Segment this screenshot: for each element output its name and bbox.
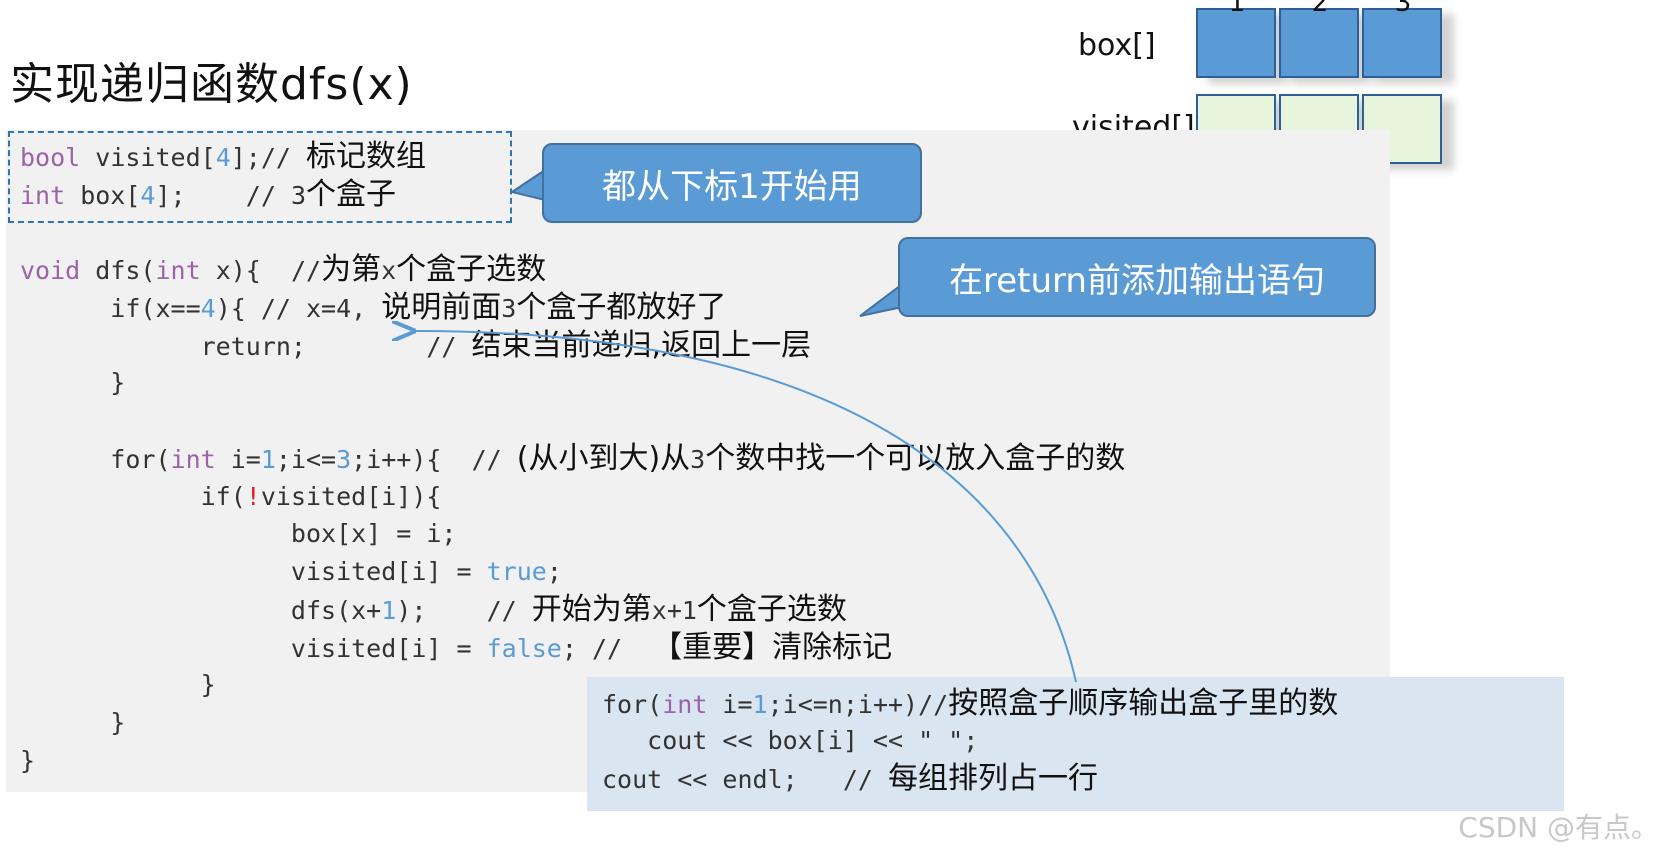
code-text: box[ bbox=[65, 181, 141, 210]
code-text: visited[i]){ bbox=[260, 482, 442, 511]
code-text: x bbox=[381, 256, 397, 285]
comment: 开始为第 bbox=[531, 592, 652, 627]
comment: 个盒子 bbox=[306, 177, 397, 212]
code-text: cout << endl; // bbox=[602, 765, 888, 794]
code-line: } bbox=[20, 744, 35, 778]
number: 1 bbox=[752, 690, 768, 719]
declaration-highlight bbox=[8, 131, 512, 223]
number: 4 bbox=[215, 143, 231, 172]
index-label-3: 3 bbox=[1394, 0, 1412, 18]
operator-not: ! bbox=[245, 482, 261, 511]
callout-return-note: 在return前添加输出语句 bbox=[898, 237, 1376, 317]
comment: (从小到大)从 bbox=[516, 441, 691, 476]
index-label-1: 1 bbox=[1228, 0, 1246, 18]
callout-index-note: 都从下标1开始用 bbox=[542, 143, 922, 223]
code-line: } bbox=[20, 366, 125, 400]
code-text: } bbox=[20, 746, 36, 775]
comment: 每组排列占一行 bbox=[887, 761, 1098, 796]
watermark: CSDN @有点。 bbox=[1458, 811, 1659, 844]
code-text: ]; // bbox=[155, 181, 291, 210]
number: 3 bbox=[290, 181, 307, 210]
code-text: ;i++){ // bbox=[351, 445, 517, 474]
box-cell-3: 3 bbox=[1362, 0, 1442, 78]
code-text: if(x== bbox=[20, 294, 201, 323]
comment: 标记数组 bbox=[306, 139, 427, 174]
code-text: } bbox=[20, 670, 216, 699]
code-line: box[x] = i; bbox=[20, 517, 457, 551]
comment: 个数中找一个可以放入盒子的数 bbox=[705, 441, 1126, 476]
output-code-line: cout << box[i] << " "; bbox=[602, 724, 978, 758]
code-text: ];// bbox=[230, 143, 307, 172]
keyword: void bbox=[20, 256, 81, 285]
number: 1 bbox=[260, 445, 276, 474]
comment: 为第 bbox=[321, 252, 382, 287]
code-text: return; // bbox=[20, 332, 472, 361]
number: 3 bbox=[336, 445, 352, 474]
code-text: visited[ bbox=[80, 143, 216, 172]
number: 3 bbox=[501, 294, 517, 323]
box-array-label: box[] bbox=[1078, 28, 1156, 63]
code-text: for( bbox=[20, 445, 171, 474]
index-label-2: 2 bbox=[1311, 0, 1329, 18]
code-text: i= bbox=[707, 690, 753, 719]
code-text: x){ // bbox=[200, 256, 322, 285]
code-line: dfs(x+1); // 开始为第x+1个盒子选数 bbox=[20, 593, 847, 627]
literal: true bbox=[486, 557, 547, 586]
code-text: } bbox=[20, 708, 126, 737]
number: 4 bbox=[140, 181, 156, 210]
keyword: bool bbox=[20, 143, 81, 172]
code-line: for(int i=1;i<=3;i++){ // (从小到大)从3个数中找一个… bbox=[20, 442, 1125, 476]
keyword: int bbox=[155, 256, 201, 285]
code-text: ){ // x=4, bbox=[215, 294, 382, 323]
code-text: } bbox=[20, 368, 126, 397]
code-line: if(x==4){ // x=4, 说明前面3个盒子都放好了 bbox=[20, 291, 726, 325]
code-text: i= bbox=[215, 445, 261, 474]
code-line: bool visited[4];// 标记数组 bbox=[20, 140, 426, 174]
code-text: ;i<= bbox=[275, 445, 337, 474]
code-line: if(!visited[i]){ bbox=[20, 480, 442, 514]
code-text: if( bbox=[20, 482, 246, 511]
output-snippet-box bbox=[587, 677, 1564, 811]
comment: 个盒子选数 bbox=[396, 252, 547, 287]
page-title: 实现递归函数dfs(x) bbox=[10, 59, 413, 110]
comment: 按照盒子顺序输出盒子里的数 bbox=[948, 686, 1339, 721]
keyword: int bbox=[662, 690, 708, 719]
code-line: } bbox=[20, 668, 216, 702]
code-line: int box[4]; // 3个盒子 bbox=[20, 178, 396, 212]
number: 3 bbox=[690, 445, 706, 474]
literal: false bbox=[486, 634, 562, 663]
keyword: int bbox=[20, 181, 66, 210]
important-tag: 【重要】 bbox=[652, 630, 773, 665]
comment: 清除标记 bbox=[772, 630, 893, 665]
output-code-line: cout << endl; // 每组排列占一行 bbox=[602, 762, 1098, 796]
insert-arrow bbox=[412, 331, 1077, 683]
code-text: ;i<=n;i++)// bbox=[767, 690, 949, 719]
code-line: visited[i] = false; // 【重要】清除标记 bbox=[20, 631, 892, 665]
code-text: dfs( bbox=[80, 256, 156, 285]
code-text: ); // bbox=[396, 596, 532, 625]
number: 1 bbox=[381, 596, 397, 625]
code-text: dfs(x+ bbox=[20, 596, 382, 625]
code-text: x+1 bbox=[651, 596, 697, 625]
output-code-line: for(int i=1;i<=n;i++)//按照盒子顺序输出盒子里的数 bbox=[602, 687, 1338, 721]
code-line: void dfs(int x){ //为第x个盒子选数 bbox=[20, 253, 546, 287]
code-text: ; bbox=[546, 557, 562, 586]
box-cell-1: 1 bbox=[1196, 0, 1276, 78]
number: 4 bbox=[200, 294, 216, 323]
comment: 个盒子都放好了 bbox=[516, 290, 727, 325]
code-line: visited[i] = true; bbox=[20, 555, 562, 589]
code-text: ; // bbox=[561, 634, 653, 663]
code-text: box[x] = i; bbox=[20, 519, 457, 548]
keyword: int bbox=[170, 445, 216, 474]
code-text: visited[i] = bbox=[20, 557, 487, 586]
comment: 说明前面 bbox=[381, 290, 502, 325]
code-text: visited[i] = bbox=[20, 634, 487, 663]
code-line: } bbox=[20, 706, 125, 740]
callout-pointer-index bbox=[509, 168, 546, 202]
box-cell-2: 2 bbox=[1279, 0, 1359, 78]
comment: 个盒子选数 bbox=[696, 592, 847, 627]
code-text: cout << box[i] << " "; bbox=[602, 726, 979, 755]
code-text: for( bbox=[602, 690, 663, 719]
